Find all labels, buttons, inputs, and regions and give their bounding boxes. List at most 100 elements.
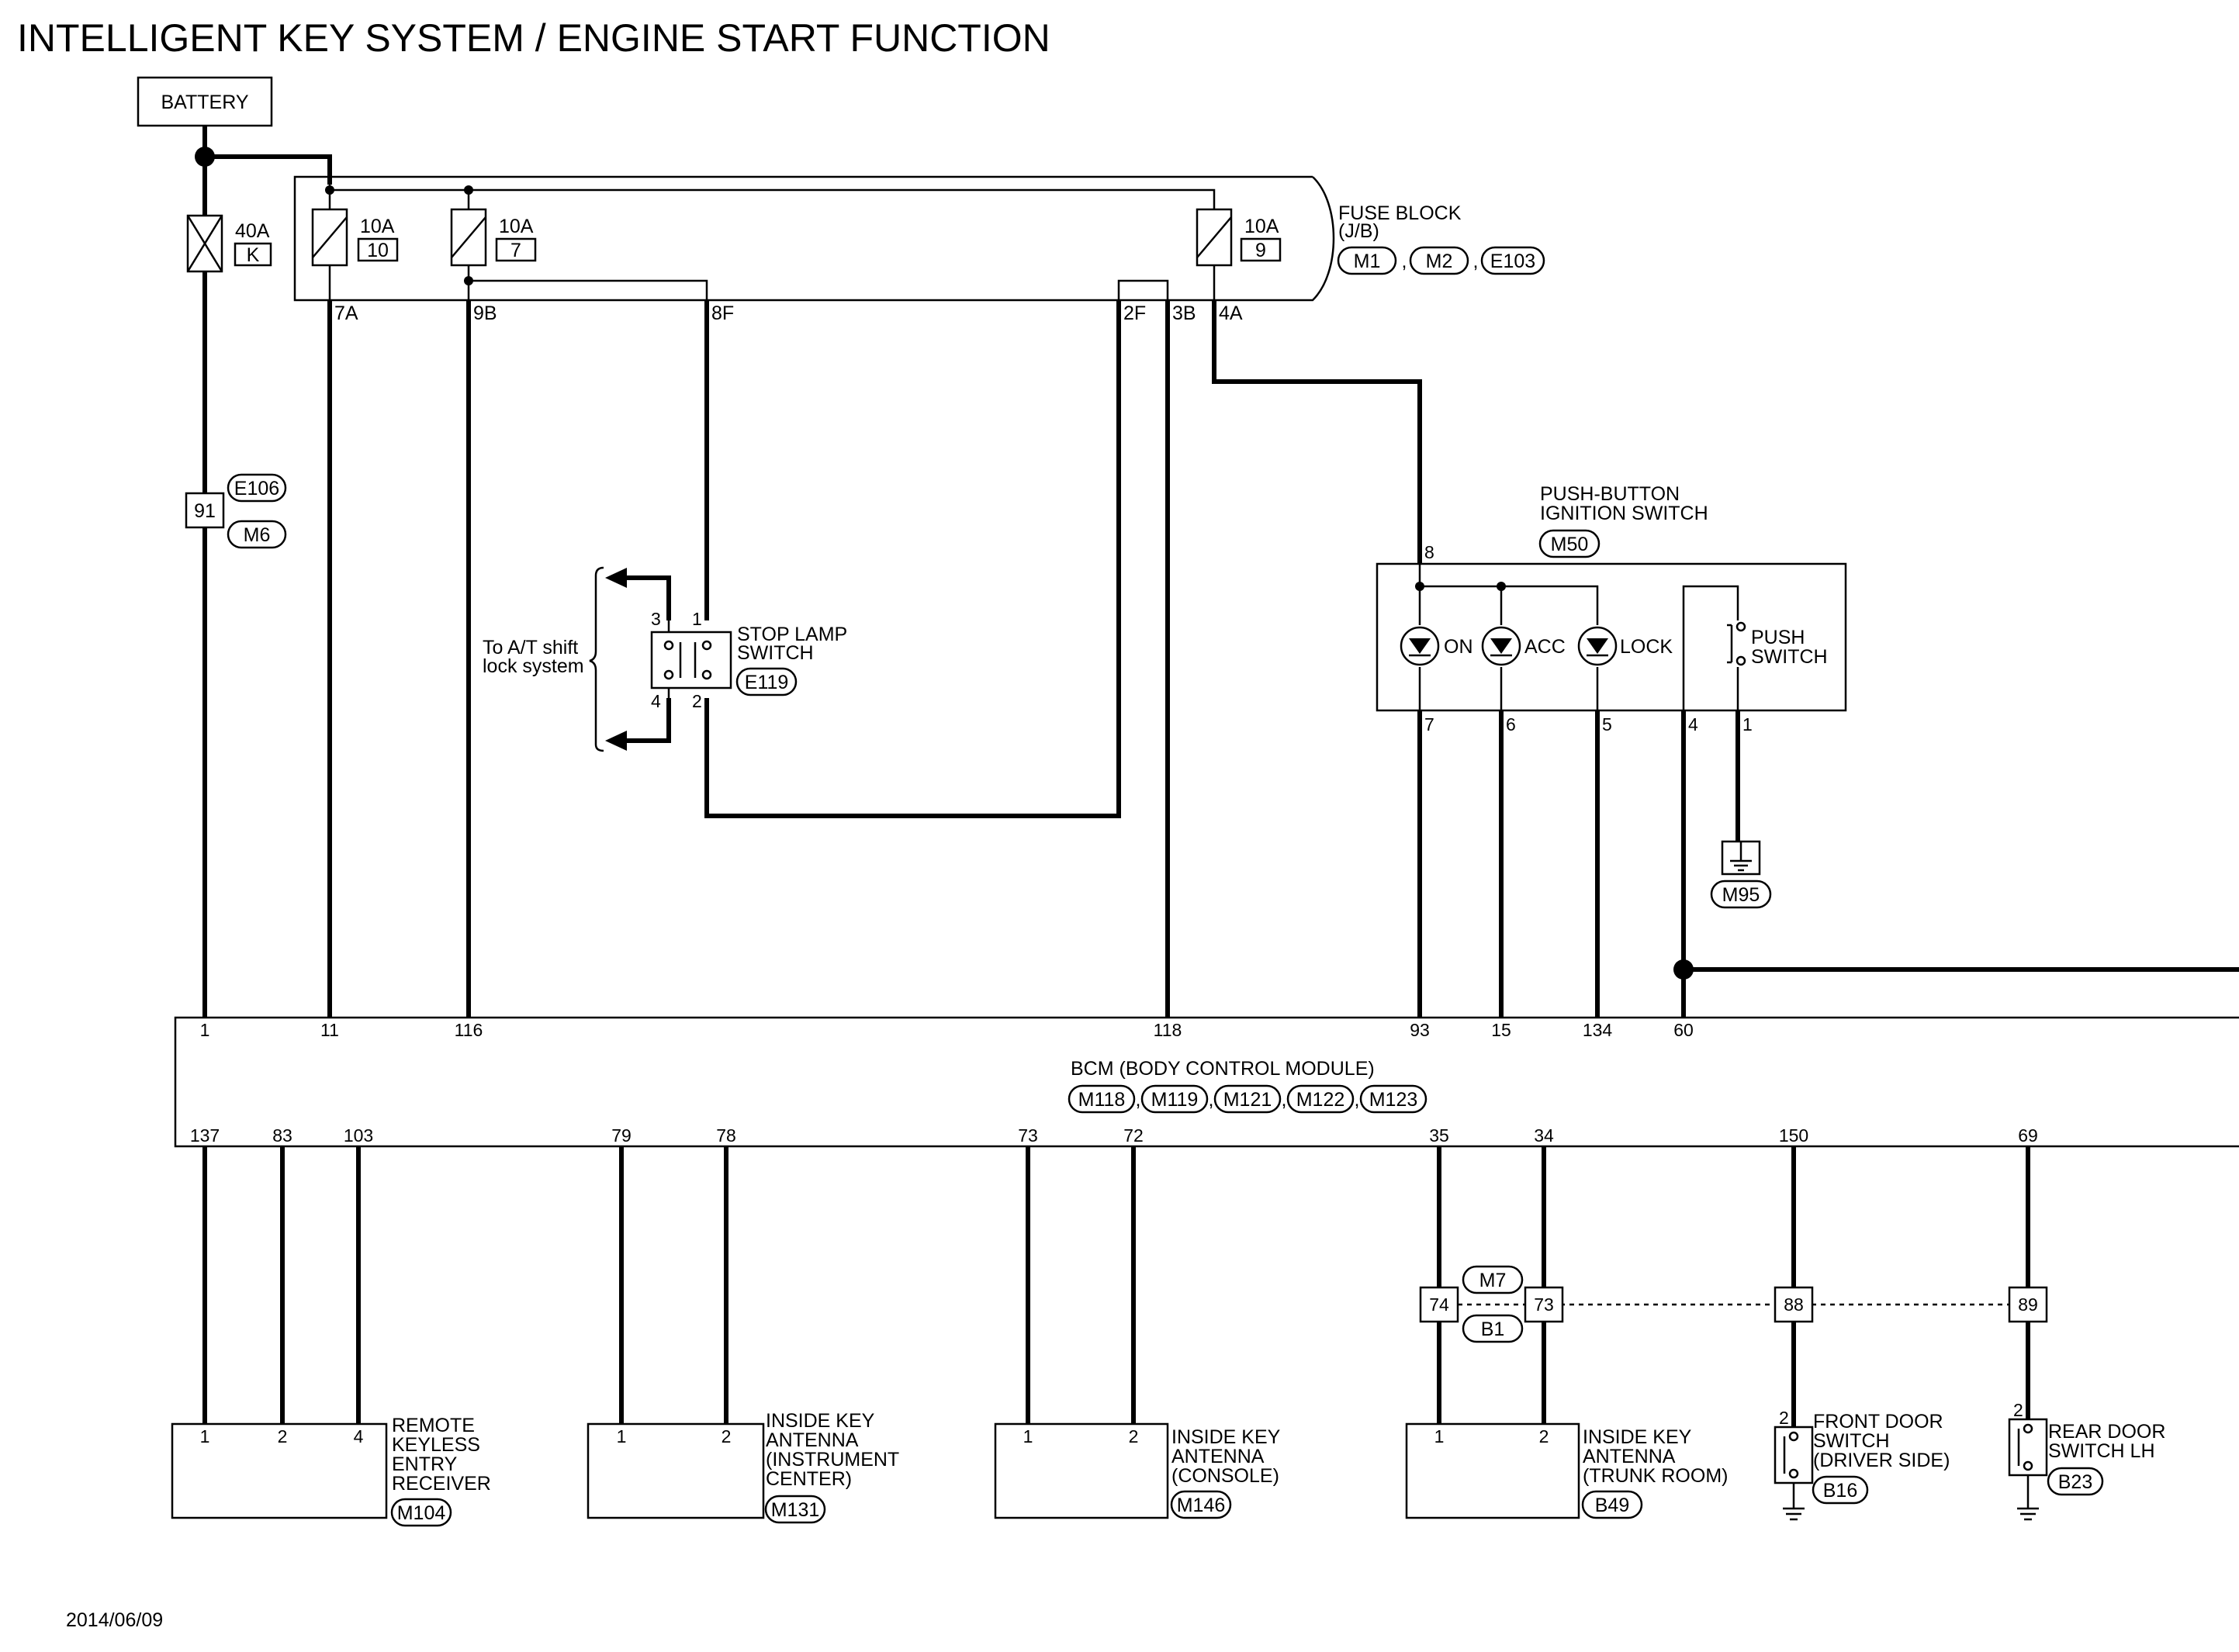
bcm-pin-93: 93 [1410, 1020, 1430, 1040]
ika-ic-line1: INSIDE KEY [766, 1410, 875, 1432]
joint-pin-73: 73 [1534, 1294, 1554, 1315]
stop-lamp-pin-3: 3 [651, 609, 661, 629]
fuse-block-conn-m1: M1 [1354, 251, 1381, 272]
diagram-date: 2014/06/09 [66, 1609, 163, 1631]
ika-trunk-pin-2: 2 [1539, 1426, 1549, 1446]
push-pin-6: 6 [1506, 714, 1516, 734]
push-switch-wires [1417, 710, 2239, 1018]
bcm-pin-150: 150 [1779, 1125, 1808, 1146]
ground-m95: M95 [1722, 884, 1760, 906]
sep-comma: , [1402, 251, 1407, 272]
rds-connector: B23 [2058, 1471, 2092, 1493]
push-button-line1: PUSH-BUTTON [1540, 483, 1680, 505]
bcm-pin-134: 134 [1583, 1020, 1613, 1040]
fb-term-3b: 3B [1172, 302, 1196, 324]
bcm-pin-11: 11 [320, 1020, 339, 1040]
led-lock-icon [1577, 626, 1618, 666]
bcm-box [174, 1016, 2239, 1148]
component-inside-key-antenna-trunk: 1 2 INSIDE KEY ANTENNA (TRUNK ROOM) B49 [1405, 1422, 1728, 1519]
joint-e106-pill [227, 473, 287, 503]
ika-ic-connector: M131 [771, 1499, 820, 1521]
rke-line3: ENTRY [392, 1453, 458, 1475]
push-button-internals [1415, 564, 1746, 710]
push-pin-5: 5 [1602, 714, 1612, 734]
fuse-block-to-bcm-wires [327, 300, 1422, 1018]
stop-lamp-pin-4: 4 [651, 691, 661, 711]
sep-comma: , [1355, 1089, 1360, 1111]
battery-box [137, 76, 273, 127]
joint-91-box [185, 492, 225, 529]
push-switch-line2: SWITCH [1751, 646, 1828, 668]
fb-term-7a: 7A [334, 302, 358, 324]
bcm-pin-116: 116 [455, 1020, 483, 1040]
battery-label: BATTERY [161, 92, 249, 113]
bcm-pin-69: 69 [2018, 1125, 2038, 1146]
led-acc-icon [1481, 626, 1521, 666]
bcm-pin-15: 15 [1491, 1020, 1511, 1040]
bcm-conn-m122: M122 [1296, 1089, 1345, 1111]
fuse-10a-10 [311, 208, 348, 300]
page-title: INTELLIGENT KEY SYSTEM / ENGINE START FU… [17, 16, 1050, 60]
ika-con-line1: INSIDE KEY [1171, 1426, 1281, 1448]
bcm-pin-34: 34 [1534, 1125, 1554, 1146]
joint-e106: E106 [234, 478, 279, 499]
fb-term-8f: 8F [711, 302, 734, 324]
rke-pin-1: 1 [200, 1426, 210, 1446]
stop-lamp-line2: SWITCH [737, 642, 814, 664]
push-button-box [1376, 562, 1847, 712]
fuse-9-id: 9 [1255, 240, 1266, 261]
push-button-line2: IGNITION SWITCH [1540, 503, 1708, 524]
ika-trunk-line2: ANTENNA [1583, 1446, 1676, 1467]
ika-trunk-line1: INSIDE KEY [1583, 1426, 1692, 1448]
fds-line2: SWITCH [1813, 1430, 1890, 1452]
fuse-10a-9 [1196, 208, 1233, 300]
at-note-line1: To A/T shift [483, 637, 578, 658]
ika-trunk-pin-1: 1 [1434, 1426, 1445, 1446]
joint-pin-89: 89 [2018, 1294, 2038, 1315]
ika-trunk-line3: (TRUNK ROOM) [1583, 1465, 1728, 1487]
sep-comma: , [1136, 1089, 1141, 1111]
bcm-pin-1: 1 [200, 1020, 210, 1040]
fuse-40a-id: K [247, 244, 260, 266]
ika-con-line3: (CONSOLE) [1171, 1465, 1279, 1487]
rds-pin-2: 2 [2013, 1400, 2023, 1420]
fuse-block-link-2f-3b [1117, 279, 1169, 300]
fb-term-9b: 9B [473, 302, 497, 324]
rke-pin-4: 4 [354, 1426, 364, 1446]
joint-m7: M7 [1479, 1270, 1507, 1291]
bcm-bottom-pins: 137 83 103 79 78 73 72 35 34 150 69 [190, 1125, 2038, 1146]
bcm-pin-118: 118 [1154, 1020, 1182, 1040]
fb-term-2f: 2F [1123, 302, 1146, 324]
bcm-pin-79: 79 [611, 1125, 632, 1146]
led-on-label: ON [1444, 636, 1473, 658]
bcm-bottom-wires [202, 1146, 2030, 1427]
stop-lamp-pin-1: 1 [692, 609, 702, 629]
ika-trunk-connector: B49 [1595, 1495, 1629, 1516]
fuse-block-conn-e103: E103 [1490, 251, 1535, 272]
bcm-pin-73: 73 [1018, 1125, 1038, 1146]
bcm-conn-m121: M121 [1223, 1089, 1272, 1111]
rke-line4: RECEIVER [392, 1473, 491, 1495]
joint-m6: M6 [244, 524, 271, 546]
push-button-connector: M50 [1551, 534, 1589, 555]
fuse-9-amp: 10A [1244, 216, 1279, 237]
bcm-pin-72: 72 [1123, 1125, 1144, 1146]
joint-91-pin: 91 [194, 500, 216, 522]
stop-lamp-switch [650, 620, 732, 698]
fuse-10-id: 10 [367, 240, 389, 261]
push-pin-4: 4 [1688, 714, 1698, 734]
sep-comma: , [1282, 1089, 1287, 1111]
component-remote-keyless-receiver: 1 2 4 REMOTE KEYLESS ENTRY RECEIVER M104 [171, 1415, 491, 1527]
ground-m95-icon [1721, 840, 1761, 876]
led-acc-label: ACC [1524, 636, 1566, 658]
ika-con-pin-2: 2 [1129, 1426, 1139, 1446]
sep-comma: , [1209, 1089, 1214, 1111]
component-inside-key-antenna-instrument: 1 2 INSIDE KEY ANTENNA (INSTRUMENT CENTE… [587, 1410, 899, 1524]
push-button-pin-8: 8 [1424, 542, 1434, 562]
rke-connector: M104 [397, 1502, 446, 1524]
joint-m7-b1 [1419, 1265, 2048, 1343]
rds-line2: SWITCH LH [2048, 1440, 2155, 1462]
rear-door-switch-icon [2008, 1418, 2048, 1521]
